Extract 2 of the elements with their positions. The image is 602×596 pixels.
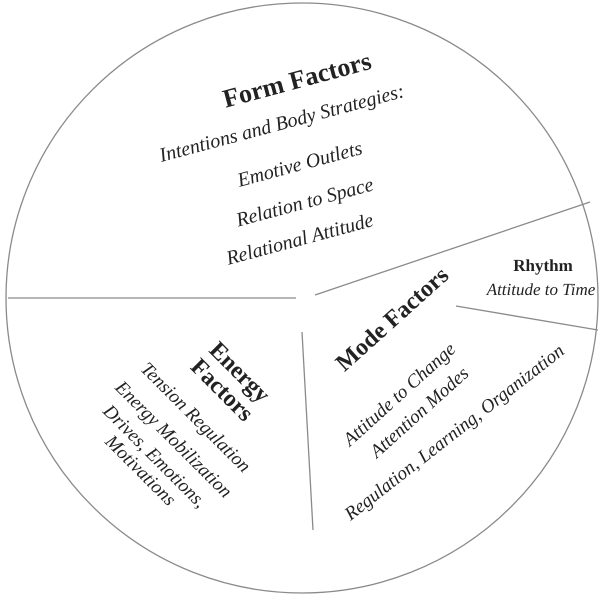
sector-heading: Rhythm [512,257,574,275]
sector-item: Attitude to Time [484,281,596,299]
